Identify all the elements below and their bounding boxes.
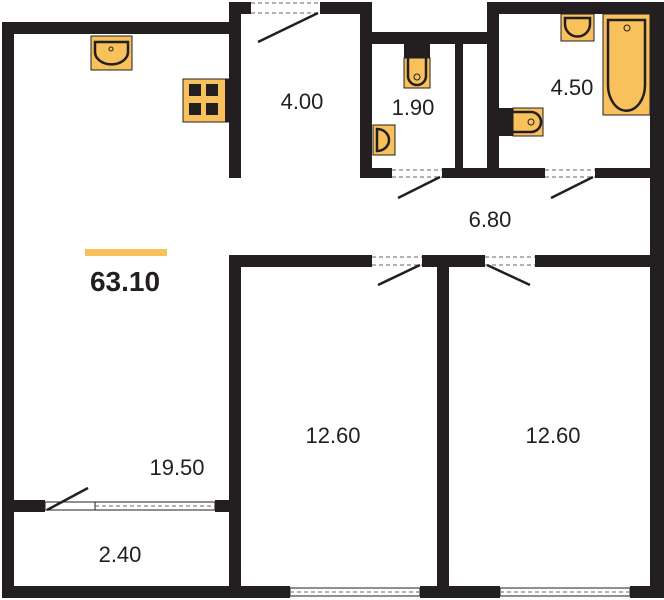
room-area-bedroom-1: 12.60 — [305, 423, 361, 448]
room-area-bedroom-2: 12.60 — [525, 423, 581, 448]
bathroom-toilet-icon — [499, 107, 544, 137]
bathroom-sink-icon — [560, 13, 595, 42]
room-area-toilet: 1.90 — [391, 95, 435, 120]
sink-icon — [372, 124, 396, 156]
windows — [94, 501, 631, 597]
toilet-icon — [403, 44, 431, 89]
room-area-bathroom: 4.50 — [550, 75, 594, 100]
room-area-balcony: 2.40 — [98, 542, 142, 567]
total-area: 63.10 — [89, 266, 161, 297]
fixtures — [85, 13, 651, 256]
bathtub-icon — [602, 13, 651, 116]
room-area-entry: 4.00 — [280, 89, 324, 114]
room-area-kitchen-living: 19.50 — [149, 455, 205, 480]
total-area-underline — [85, 249, 167, 256]
kitchen-sink-icon — [90, 35, 133, 71]
doors — [44, 2, 595, 512]
room-area-hallway: 6.80 — [468, 207, 512, 232]
stove-icon — [182, 78, 230, 123]
